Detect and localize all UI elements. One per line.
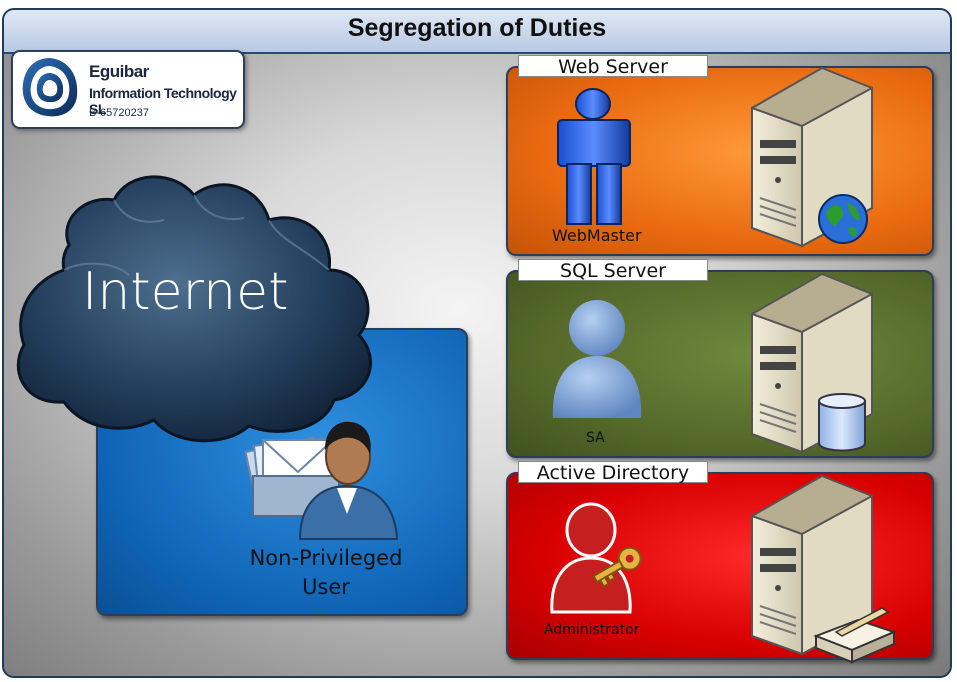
user-with-mail-icon (244, 421, 399, 540)
company-logo: Eguibar Information Technology SL B-6572… (11, 50, 245, 129)
logo-registration: B-65720237 (89, 107, 149, 119)
active-directory-label: Active Directory (518, 461, 708, 484)
globe-icon (818, 194, 868, 244)
administrator-label: Administrator (544, 622, 640, 638)
cloud-icon (16, 175, 372, 443)
mail-stack (244, 436, 340, 517)
logo-company: Information Technology SL (89, 85, 237, 117)
webmaster-label: WebMaster (552, 226, 642, 245)
title-bar: Segregation of Duties (4, 10, 950, 54)
page-title: Segregation of Duties (347, 14, 607, 42)
user-caption-line2: User (302, 575, 350, 599)
key-icon (592, 546, 642, 588)
webmaster-person-icon (557, 88, 631, 225)
cloud-label: Internet (82, 262, 289, 322)
logo-name: Eguibar (89, 62, 149, 81)
user-caption: Non-Privileged User (236, 544, 416, 602)
directory-book-icon (813, 607, 897, 664)
database-icon (818, 393, 866, 452)
user-caption-line1: Non-Privileged (249, 546, 403, 570)
sa-label: SA (586, 430, 605, 446)
sa-person-icon (552, 300, 642, 418)
web-server-label: Web Server (518, 55, 708, 78)
administrator-person-key-icon (550, 502, 642, 614)
sql-server-label: SQL Server (518, 259, 708, 282)
ad-server-tower-icon (751, 474, 873, 656)
eguibar-logo-icon (22, 58, 78, 117)
